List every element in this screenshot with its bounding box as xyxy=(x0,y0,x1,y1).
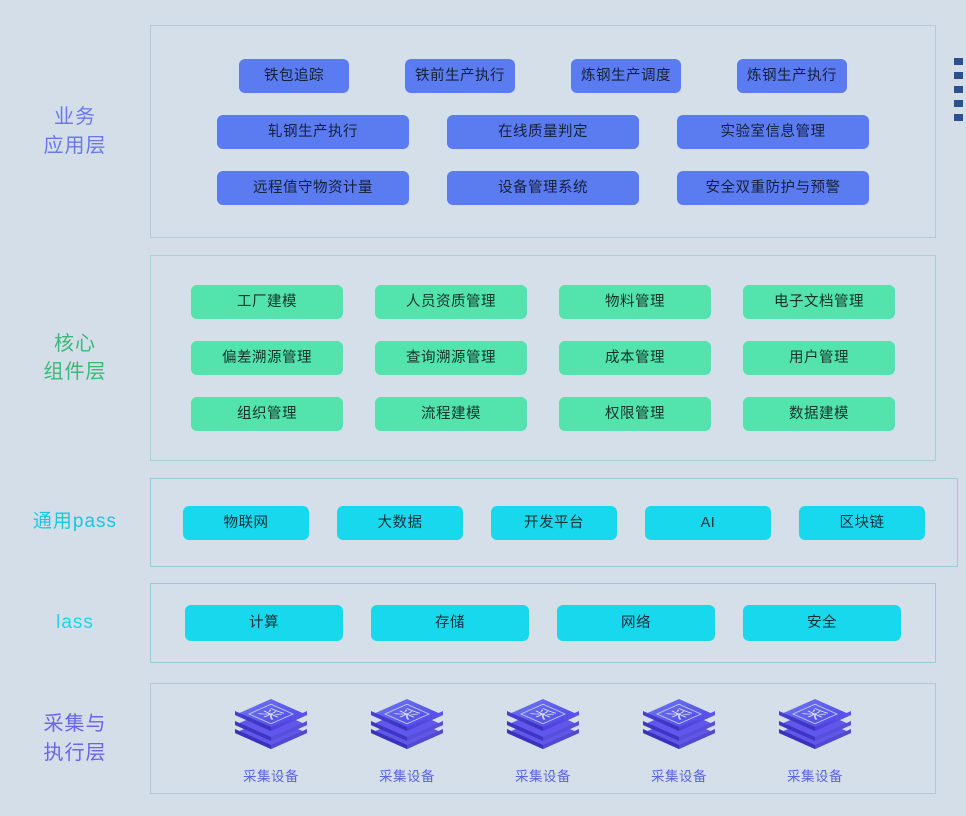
edge-bullet xyxy=(954,58,963,65)
layer-label-business-application: 业务 应用层 xyxy=(43,106,107,157)
iaas-row-1: 计算 存储 网络 安全 xyxy=(169,605,917,641)
chip-process-modeling[interactable]: 流程建模 xyxy=(375,397,527,431)
edge-bullet xyxy=(954,86,963,93)
layer-label-collection-execution: 采集与 执行层 xyxy=(43,713,107,764)
chip-remote-material-metering[interactable]: 远程值守物资计量 xyxy=(217,170,409,205)
chip-online-quality-judgement[interactable]: 在线质量判定 xyxy=(447,114,639,149)
panel-business-application: 铁包追踪 铁前生产执行 炼钢生产调度 炼钢生产执行 轧钢生产执行 在线质量判定 … xyxy=(150,25,936,238)
device-item[interactable]: 采 采集设备 xyxy=(339,693,475,785)
chip-ai[interactable]: AI xyxy=(645,505,771,540)
chip-steelmaking-scheduling[interactable]: 炼钢生产调度 xyxy=(571,58,681,93)
chip-big-data[interactable]: 大数据 xyxy=(337,505,463,540)
chip-security[interactable]: 安全 xyxy=(743,605,901,641)
chip-personnel-qualification-management[interactable]: 人员资质管理 xyxy=(375,285,527,319)
chip-blockchain[interactable]: 区块链 xyxy=(799,505,925,540)
device-caption: 采集设备 xyxy=(379,768,435,784)
business-row-2: 轧钢生产执行 在线质量判定 实验室信息管理 xyxy=(169,114,917,149)
device-item[interactable]: 采 采集设备 xyxy=(475,693,611,785)
business-row-1: 铁包追踪 铁前生产执行 炼钢生产调度 炼钢生产执行 xyxy=(169,58,917,93)
chip-rolling-execution[interactable]: 轧钢生产执行 xyxy=(217,114,409,149)
device-item[interactable]: 采 采集设备 xyxy=(747,693,883,785)
device-row: 采 采集设备 xyxy=(169,693,917,785)
right-edge-bullet-marks xyxy=(954,58,966,128)
layer-label-iaas: lass xyxy=(56,611,94,633)
chip-storage[interactable]: 存储 xyxy=(371,605,529,641)
chip-network[interactable]: 网络 xyxy=(557,605,715,641)
chip-lab-information-management[interactable]: 实验室信息管理 xyxy=(677,114,869,149)
layer-label-core-component: 核心 组件层 xyxy=(43,332,107,383)
edge-bullet xyxy=(954,72,963,79)
panel-general-paas: 物联网 大数据 开发平台 AI 区块链 xyxy=(150,478,958,567)
collection-device-cube-icon: 采 xyxy=(775,693,855,755)
chip-data-modeling[interactable]: 数据建模 xyxy=(743,397,895,431)
chip-iot[interactable]: 物联网 xyxy=(183,505,309,540)
core-row-3: 组织管理 流程建模 权限管理 数据建模 xyxy=(169,397,917,431)
device-caption: 采集设备 xyxy=(787,768,843,784)
chip-equipment-management-system[interactable]: 设备管理系统 xyxy=(447,170,639,205)
layer-business-application: 业务 应用层 铁包追踪 铁前生产执行 炼钢生产调度 炼钢生产执行 轧钢生产执行 … xyxy=(0,25,936,238)
chip-electronic-document-management[interactable]: 电子文档管理 xyxy=(743,285,895,319)
chip-user-management[interactable]: 用户管理 xyxy=(743,341,895,375)
business-row-3: 远程值守物资计量 设备管理系统 安全双重防护与预警 xyxy=(169,170,917,205)
paas-row-1: 物联网 大数据 开发平台 AI 区块链 xyxy=(169,505,939,540)
core-row-1: 工厂建模 人员资质管理 物料管理 电子文档管理 xyxy=(169,285,917,319)
collection-device-cube-icon: 采 xyxy=(503,693,583,755)
layer-core-component: 核心 组件层 工厂建模 人员资质管理 物料管理 电子文档管理 偏差溯源管理 查询… xyxy=(0,255,936,461)
panel-collection-execution: 采 采集设备 xyxy=(150,683,936,794)
chip-safety-dual-prevention-warning[interactable]: 安全双重防护与预警 xyxy=(677,170,869,205)
chip-factory-modeling[interactable]: 工厂建模 xyxy=(191,285,343,319)
chip-steelmaking-execution[interactable]: 炼钢生产执行 xyxy=(737,58,847,93)
chip-permission-management[interactable]: 权限管理 xyxy=(559,397,711,431)
chip-material-management[interactable]: 物料管理 xyxy=(559,285,711,319)
chip-iron-ladle-tracking[interactable]: 铁包追踪 xyxy=(239,58,349,93)
layer-iaas: lass 计算 存储 网络 安全 xyxy=(0,583,936,663)
panel-iaas: 计算 存储 网络 安全 xyxy=(150,583,936,663)
layer-general-paas: 通用pass 物联网 大数据 开发平台 AI 区块链 xyxy=(0,478,958,567)
chip-dev-platform[interactable]: 开发平台 xyxy=(491,505,617,540)
chip-organization-management[interactable]: 组织管理 xyxy=(191,397,343,431)
device-caption: 采集设备 xyxy=(243,768,299,784)
chip-ironmaking-execution[interactable]: 铁前生产执行 xyxy=(405,58,515,93)
chip-cost-management[interactable]: 成本管理 xyxy=(559,341,711,375)
device-item[interactable]: 采 采集设备 xyxy=(203,693,339,785)
device-item[interactable]: 采 采集设备 xyxy=(611,693,747,785)
core-row-2: 偏差溯源管理 查询溯源管理 成本管理 用户管理 xyxy=(169,341,917,375)
edge-bullet xyxy=(954,100,963,107)
layer-label-general-paas: 通用pass xyxy=(32,511,118,533)
chip-deviation-traceability-management[interactable]: 偏差溯源管理 xyxy=(191,341,343,375)
collection-device-cube-icon: 采 xyxy=(231,693,311,755)
chip-query-traceability-management[interactable]: 查询溯源管理 xyxy=(375,341,527,375)
edge-bullet xyxy=(954,114,963,121)
device-caption: 采集设备 xyxy=(651,768,707,784)
collection-device-cube-icon: 采 xyxy=(367,693,447,755)
layer-collection-execution: 采集与 执行层 xyxy=(0,683,936,794)
panel-core-component: 工厂建模 人员资质管理 物料管理 电子文档管理 偏差溯源管理 查询溯源管理 成本… xyxy=(150,255,936,461)
chip-compute[interactable]: 计算 xyxy=(185,605,343,641)
device-caption: 采集设备 xyxy=(515,768,571,784)
collection-device-cube-icon: 采 xyxy=(639,693,719,755)
